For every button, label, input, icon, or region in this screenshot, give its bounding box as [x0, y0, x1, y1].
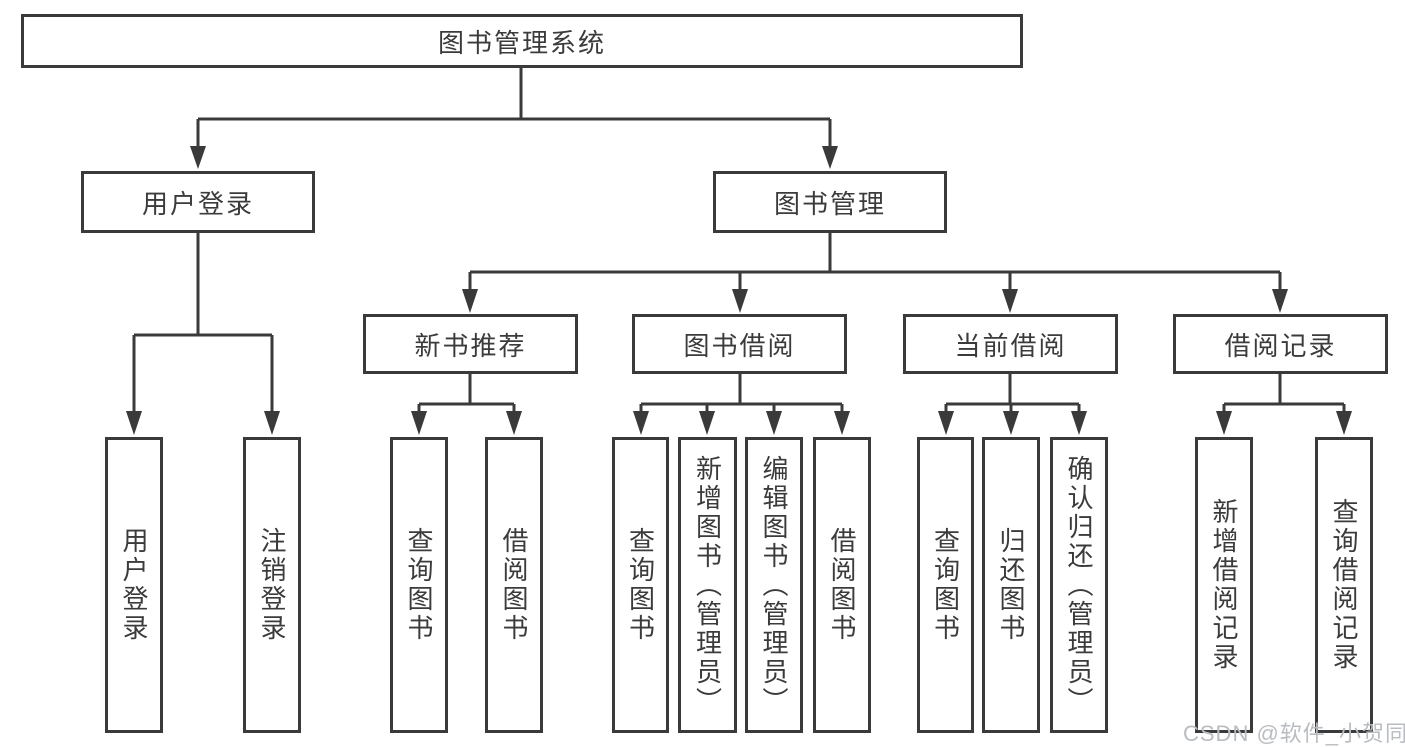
node-label: 查询借阅记录 — [1329, 498, 1359, 672]
node-label: 新增图书（管理员） — [692, 454, 723, 716]
arrowhead-icon — [938, 411, 954, 435]
node-user-login: 用户登录 — [81, 171, 315, 233]
connector-user-login-children — [126, 233, 280, 435]
arrowhead-icon — [766, 411, 782, 435]
node-leaf-query-books-1: 查询图书 — [390, 437, 448, 733]
node-leaf-query-borrow-record: 查询借阅记录 — [1315, 437, 1373, 733]
node-label: 归还图书 — [996, 527, 1026, 643]
node-book-borrow: 图书借阅 — [632, 314, 847, 374]
node-label: 借阅记录 — [1224, 330, 1337, 361]
csdn-watermark: CSDN @软件_小贺同学 — [1183, 721, 1405, 746]
arrowhead-icon — [699, 411, 715, 435]
arrowhead-icon — [1002, 289, 1018, 313]
node-label: 确认归还（管理员） — [1064, 454, 1094, 716]
connector-root-to-level2 — [190, 68, 838, 169]
node-leaf-add-books-admin: 新增图书（管理员） — [678, 437, 737, 733]
node-leaf-return-books: 归还图书 — [982, 437, 1040, 733]
arrowhead-icon — [633, 411, 649, 435]
connector-new-book-children — [411, 374, 522, 435]
node-current-borrow: 当前借阅 — [903, 314, 1118, 374]
node-label: 图书借阅 — [683, 330, 796, 361]
node-label: 图书管理系统 — [437, 27, 606, 58]
arrowhead-icon — [1216, 411, 1232, 435]
arrowhead-icon — [822, 146, 838, 169]
node-label: 查询图书 — [930, 527, 961, 643]
arrowhead-icon — [411, 411, 427, 435]
node-new-book-recommend: 新书推荐 — [363, 314, 578, 374]
node-leaf-user-login: 用户登录 — [105, 437, 163, 733]
node-label: 新书推荐 — [414, 330, 527, 361]
connector-current-children — [938, 374, 1087, 435]
node-label: 用户登录 — [141, 188, 254, 219]
node-book-management: 图书管理 — [713, 171, 947, 233]
node-leaf-confirm-return-admin: 确认归还（管理员） — [1050, 437, 1108, 733]
node-label: 注销登录 — [257, 527, 287, 643]
arrowhead-icon — [462, 289, 478, 313]
arrowhead-icon — [1272, 289, 1288, 313]
node-root-library-system: 图书管理系统 — [21, 14, 1023, 68]
node-label: 编辑图书（管理员） — [759, 454, 789, 716]
node-label: 借阅图书 — [827, 527, 857, 643]
node-leaf-borrow-books-2: 借阅图书 — [813, 437, 871, 733]
node-label: 用户登录 — [119, 527, 149, 643]
arrowhead-icon — [190, 146, 206, 169]
arrowhead-icon — [506, 411, 522, 435]
node-leaf-edit-books-admin: 编辑图书（管理员） — [745, 437, 803, 733]
arrowhead-icon — [1336, 411, 1352, 435]
node-label: 新增借阅记录 — [1209, 498, 1239, 672]
connector-book-management-children — [462, 233, 1288, 313]
connector-records-children — [1216, 374, 1352, 435]
node-leaf-borrow-books-1: 借阅图书 — [485, 437, 543, 733]
node-borrow-records: 借阅记录 — [1173, 314, 1388, 374]
connector-borrow-children — [633, 374, 850, 435]
node-label: 查询图书 — [404, 527, 434, 643]
node-label: 借阅图书 — [499, 527, 529, 643]
node-leaf-add-borrow-record: 新增借阅记录 — [1195, 437, 1253, 733]
arrowhead-icon — [1003, 411, 1019, 435]
arrowhead-icon — [834, 411, 850, 435]
node-leaf-query-books-2: 查询图书 — [612, 437, 669, 733]
node-leaf-query-books-3: 查询图书 — [917, 437, 974, 733]
arrowhead-icon — [1071, 411, 1087, 435]
arrowhead-icon — [126, 411, 142, 435]
node-label: 查询图书 — [625, 527, 656, 643]
arrowhead-icon — [264, 411, 280, 435]
node-label: 图书管理 — [773, 188, 886, 219]
arrowhead-icon — [732, 289, 748, 313]
node-leaf-logout: 注销登录 — [243, 437, 301, 733]
node-label: 当前借阅 — [954, 330, 1067, 361]
